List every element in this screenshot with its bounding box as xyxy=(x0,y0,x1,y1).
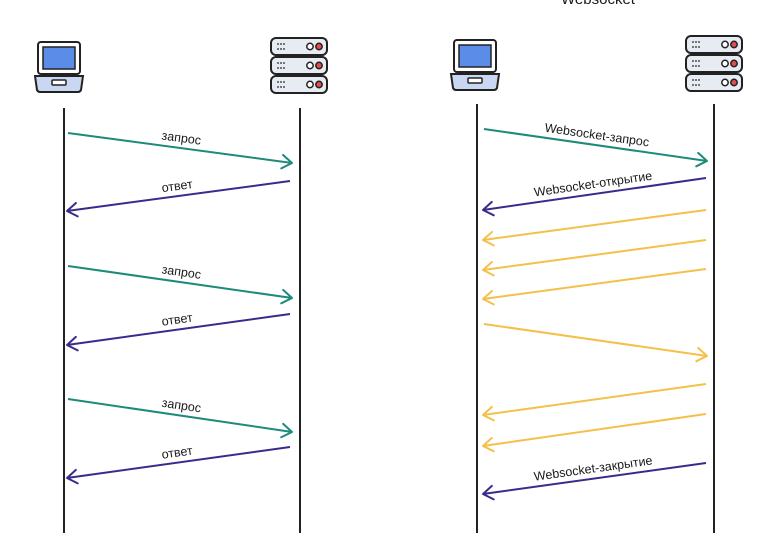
arrow-head xyxy=(482,436,495,453)
arrow-head xyxy=(695,151,708,168)
server-icon xyxy=(270,37,328,94)
arrow-head xyxy=(482,405,495,422)
arrow-line xyxy=(66,313,291,346)
message-label: запрос xyxy=(161,262,202,281)
arrow-line xyxy=(67,132,293,164)
arrow-head xyxy=(66,468,79,485)
message-label: запрос xyxy=(161,396,202,416)
message-label: ответ xyxy=(161,443,194,461)
message-arrow xyxy=(482,383,707,422)
message-arrow xyxy=(482,268,707,306)
arrow-line xyxy=(67,398,293,433)
arrow-head xyxy=(66,335,79,352)
message-label: ответ xyxy=(161,310,194,328)
message-arrow: ответ xyxy=(66,177,291,218)
arrow-line xyxy=(483,323,708,357)
arrow-line xyxy=(482,413,707,447)
arrow-line xyxy=(66,180,291,212)
message-arrow xyxy=(482,413,707,453)
arrow-line xyxy=(482,239,707,271)
message-arrow xyxy=(482,239,707,277)
arrow-line xyxy=(67,265,293,299)
message-arrow: Websocket-открытие xyxy=(482,169,707,217)
arrow-head xyxy=(482,484,495,501)
arrow-line xyxy=(482,209,707,241)
arrow-line xyxy=(66,446,291,479)
message-label: запрос xyxy=(161,129,202,148)
arrow-line xyxy=(482,268,707,300)
arrow-line xyxy=(482,177,707,211)
laptop-icon xyxy=(34,41,84,93)
arrow-head xyxy=(280,422,293,439)
message-arrow: запрос xyxy=(67,129,293,170)
diagram-title: Websocket xyxy=(561,0,636,8)
http-message-group: запрос ответ запрос ответ запрос ответ xyxy=(66,129,293,485)
arrow-head xyxy=(482,289,495,306)
message-arrow: ответ xyxy=(66,310,291,352)
message-arrow xyxy=(483,323,708,363)
message-arrow: запрос xyxy=(67,262,293,305)
arrow-head xyxy=(482,200,495,217)
arrow-head xyxy=(695,346,708,363)
arrow-line xyxy=(482,383,707,416)
arrow-line xyxy=(482,462,707,495)
message-arrow: ответ xyxy=(66,443,291,485)
message-arrow: запрос xyxy=(67,396,293,439)
laptop-icon xyxy=(450,39,500,91)
arrow-head xyxy=(280,288,293,305)
message-arrow: Websocket-закрытие xyxy=(482,453,707,501)
arrow-head xyxy=(66,201,79,218)
server-icon xyxy=(685,35,743,92)
arrow-head xyxy=(482,230,495,247)
arrow-head xyxy=(482,260,495,277)
arrow-head xyxy=(280,153,293,170)
websocket-message-group: Websocket-запросWebsocket-открытиеWebsoc… xyxy=(482,121,708,501)
arrow-line xyxy=(483,128,708,162)
message-label: ответ xyxy=(161,177,194,195)
message-arrow: Websocket-запрос xyxy=(483,121,708,168)
message-arrow xyxy=(482,209,707,247)
